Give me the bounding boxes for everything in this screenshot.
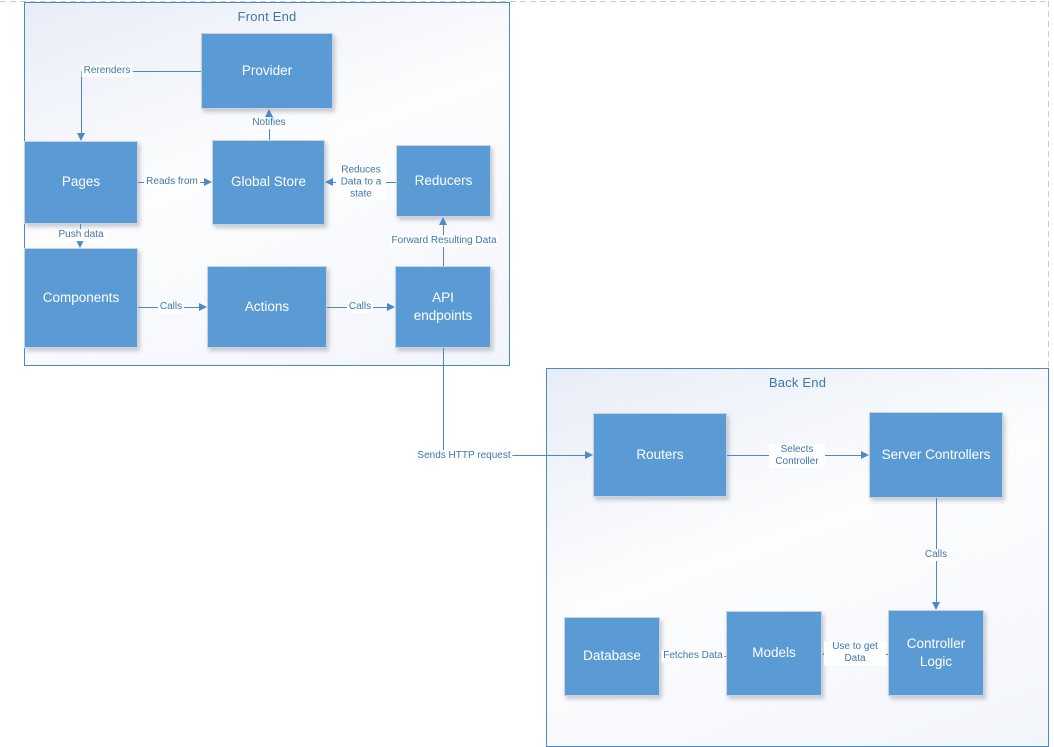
- edge-sends-http-line-h: [443, 455, 586, 457]
- node-actions[interactable]: Actions: [207, 266, 327, 348]
- edge-label-selects: Selects Controller: [769, 444, 825, 468]
- node-models[interactable]: Models: [726, 611, 822, 696]
- edge-label-forward: Forward Resulting Data: [389, 235, 499, 247]
- node-models-label: Models: [752, 645, 796, 661]
- node-controller-logic-label: Controller Logic: [906, 635, 966, 669]
- edge-push-data-arrowhead: [76, 240, 84, 248]
- node-routers[interactable]: Routers: [593, 413, 727, 497]
- node-global-store[interactable]: Global Store: [212, 140, 325, 225]
- edge-sends-http-line-v: [443, 348, 445, 455]
- edge-label-calls2: Calls: [346, 301, 374, 313]
- edge-label-fetches: Fetches Data: [661, 650, 725, 662]
- node-provider[interactable]: Provider: [201, 33, 333, 109]
- container-back-end-title: Back End: [768, 375, 827, 390]
- edge-sends-http-arrowhead: [585, 450, 593, 459]
- node-pages-label: Pages: [61, 174, 101, 190]
- node-routers-label: Routers: [636, 446, 684, 462]
- edge-forward-arrowhead: [439, 217, 447, 225]
- edge-reads-from-arrowhead: [204, 177, 212, 186]
- page-boundary-vertical-line: [1048, 1, 1049, 368]
- node-reducers-label: Reducers: [414, 172, 473, 188]
- edge-notifies-arrowhead: [265, 109, 273, 117]
- edge-label-calls3: Calls: [922, 549, 950, 561]
- node-components[interactable]: Components: [24, 248, 138, 348]
- edge-label-rerenders: Rerenders: [81, 65, 133, 77]
- edge-label-reads-from: Reads from: [144, 176, 200, 188]
- node-api-endpoints-label: API endpoints: [413, 289, 473, 323]
- node-global-store-label: Global Store: [230, 174, 307, 190]
- edge-label-sends-http: Sends HTTP request: [415, 450, 513, 462]
- node-provider-label: Provider: [241, 62, 293, 78]
- container-front-end-title: Front End: [237, 9, 297, 24]
- edge-selects-arrowhead: [861, 450, 869, 459]
- node-components-label: Components: [42, 289, 120, 305]
- node-reducers[interactable]: Reducers: [396, 145, 491, 217]
- edge-calls3-arrowhead: [932, 602, 940, 610]
- edge-label-reduces: Reduces Data to a state: [336, 164, 386, 200]
- edge-rerenders-arrowhead: [77, 133, 85, 141]
- node-api-endpoints[interactable]: API endpoints: [395, 266, 491, 348]
- edge-reduces-arrowhead: [325, 177, 333, 186]
- node-actions-label: Actions: [244, 298, 290, 314]
- node-server-controllers[interactable]: Server Controllers: [869, 412, 1003, 498]
- node-database[interactable]: Database: [564, 617, 660, 696]
- node-pages[interactable]: Pages: [24, 141, 138, 224]
- edge-label-calls1: Calls: [157, 301, 185, 313]
- edge-calls1-arrowhead: [199, 302, 207, 311]
- edge-calls2-arrowhead: [387, 302, 395, 311]
- edge-rerenders-line-v: [81, 71, 83, 133]
- edge-label-notifies: Notifies: [250, 117, 288, 129]
- edge-label-use-to-get: Use to get Data: [824, 641, 886, 665]
- node-controller-logic[interactable]: Controller Logic: [888, 610, 984, 696]
- node-database-label: Database: [583, 648, 641, 664]
- page-boundary-horizontal-line: [0, 1, 1048, 2]
- edge-label-push-data: Push data: [56, 229, 106, 241]
- node-server-controllers-label: Server Controllers: [881, 446, 991, 462]
- edge-rerenders-line-h: [81, 71, 201, 73]
